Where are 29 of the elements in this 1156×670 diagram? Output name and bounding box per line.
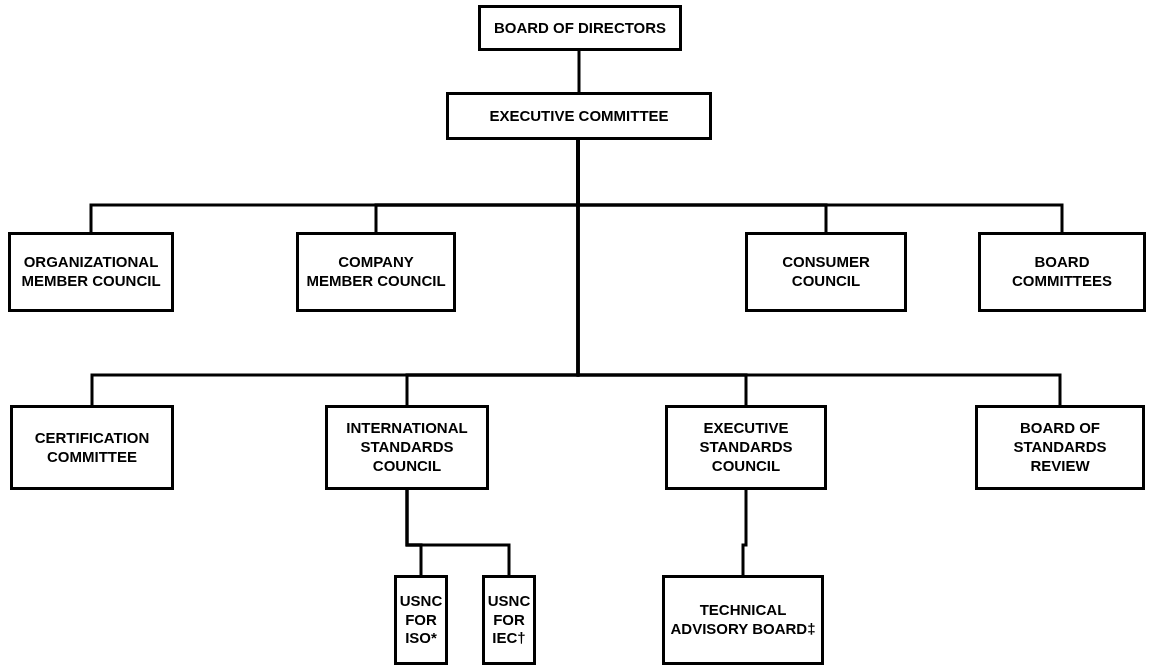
unit-name: BOARD COMMITTEES (1011, 253, 1113, 291)
unit-name: BOARD OF STANDARDS REVIEW (1012, 419, 1108, 476)
unit-name: CONSUMER COUNCIL (781, 253, 871, 291)
org-box (662, 575, 824, 665)
org-box (394, 575, 448, 665)
unit-name: EXECUTIVE COMMITTEE (489, 106, 669, 126)
org-box (296, 232, 456, 312)
unit-name: BOARD OF DIRECTORS (493, 18, 667, 38)
org-box (8, 232, 174, 312)
unit-name: TECHNICAL ADVISORY BOARD‡ (669, 601, 817, 639)
org-box (745, 232, 907, 312)
unit-name: ORGANIZATIONAL MEMBER COUNCIL (20, 253, 162, 291)
unit-name: CERTIFICATION COMMITTEE (33, 428, 151, 467)
org-box (10, 405, 174, 490)
connector-line (741, 490, 748, 575)
unit-name: EXECUTIVE STANDARDS COUNCIL (698, 419, 794, 476)
org-box (665, 405, 827, 490)
org-box (478, 5, 682, 51)
org-box (482, 575, 536, 665)
unit-name: USNC FOR IEC† (487, 591, 531, 649)
org-box (978, 232, 1146, 312)
unit-name: USNC FOR ISO* (399, 591, 443, 649)
unit-name: INTERNATIONAL STANDARDS COUNCIL (345, 419, 469, 476)
connector-line (577, 51, 581, 92)
org-box (446, 92, 712, 140)
unit-name: COMPANY MEMBER COUNCIL (305, 253, 447, 291)
connector-line (405, 490, 511, 575)
org-box (975, 405, 1145, 490)
org-box (325, 405, 489, 490)
